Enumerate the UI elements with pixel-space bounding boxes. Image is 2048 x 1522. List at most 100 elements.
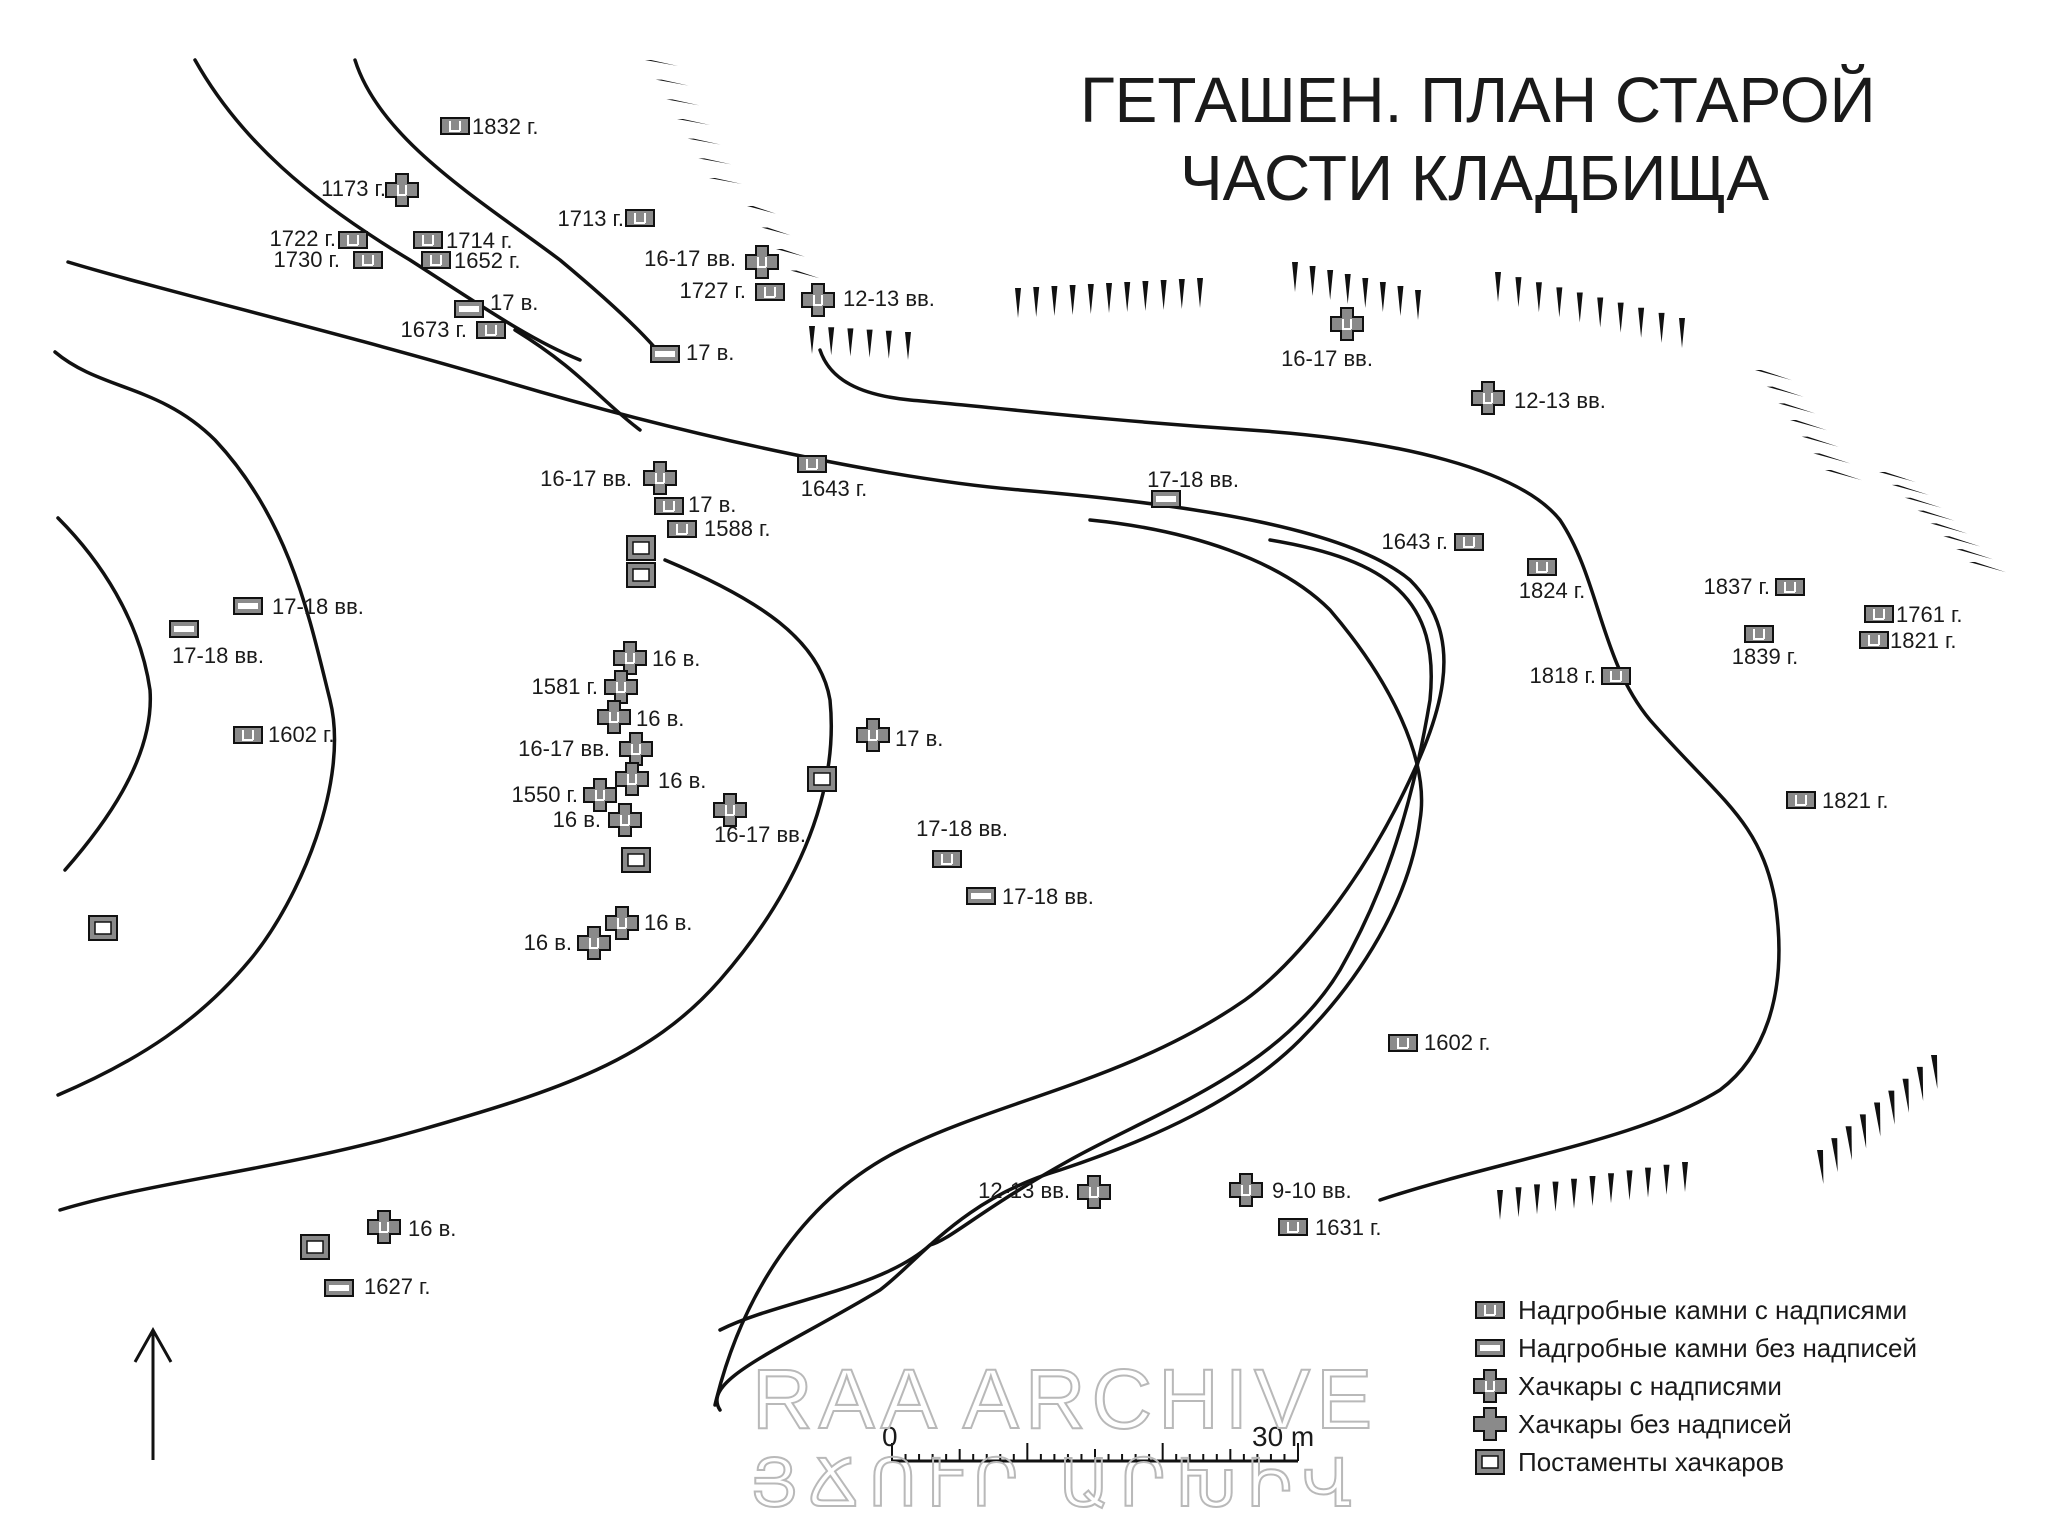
inscribed-khachkar-icon [613,641,647,675]
map-marker: 1602 г. [1388,1030,1491,1055]
slope-hatch [1626,1170,1633,1201]
inscribed-tombstone-icon [440,117,470,135]
map-marker: 1714 г. [413,228,513,253]
map-marker: 1821 г. [1786,788,1889,813]
legend-label: Постаменты хачкаров [1518,1447,1784,1477]
inscribed-tombstone-icon [932,850,962,868]
inscribed-tombstone-icon [413,231,443,249]
marker-label: 16-17 вв. [518,736,610,761]
map-marker [626,535,656,561]
inscribed-khachkar-icon [605,906,639,940]
khachkar-pedestal-icon [626,562,656,588]
inscribed-tombstone-icon [1388,1034,1418,1052]
marker-label: 12-13 вв. [1514,388,1606,413]
map-marker: 12-13 вв. [978,1175,1111,1209]
contour-line [66,260,1446,1407]
marker-label: 1588 г. [704,516,771,541]
slope-hatch [1362,278,1369,308]
inscribed-khachkar-icon [856,718,890,752]
contour-line [53,350,337,1097]
slope-hatch [809,326,815,354]
inscribed-tombstone-icon [421,251,451,269]
slope-hatch [1679,318,1685,348]
map-marker: 16 в. [605,906,692,940]
slope-hatch [1515,277,1522,308]
map-marker: 1673 г. [400,317,506,342]
marker-label: 1832 г. [472,114,539,139]
map-marker: 16 в. [553,803,642,837]
map-marker: 17-18 вв. [169,620,264,668]
slope-hatch [1178,279,1185,309]
slope-hatch [1801,436,1839,447]
inscribed-tombstone-icon [1278,1218,1308,1236]
slope-hatch [1874,1102,1881,1137]
inscribed-khachkar-icon [577,926,611,960]
slope-hatch [1106,283,1112,313]
inscribed-tombstone-icon [1454,533,1484,551]
scale-start-label: 0 [882,1421,898,1452]
map-marker: 1837 г. [1703,574,1805,599]
arrow-up-icon [133,1326,173,1460]
slope-hatch [1917,510,1955,521]
slope-hatch [761,227,791,236]
slope-hatch [1142,281,1149,311]
marker-label: 17-18 вв. [1147,467,1239,492]
map-marker: 1713 г. [557,206,655,231]
plain-tombstone-icon [454,300,484,318]
legend-item: Хачкары с надписями [1473,1369,1782,1403]
plain-tombstone-icon [233,597,263,615]
inscribed-tombstone-icon [1786,791,1816,809]
map-marker: 16-17 вв. [644,245,779,279]
slope-hatch [1766,386,1804,397]
slope-hatch [1891,484,1929,496]
map-marker: 17 в. [654,492,736,517]
inscribed-khachkar-icon [619,732,653,766]
marker-label: 12-13 вв. [978,1178,1070,1203]
inscribed-tombstone-icon [1475,1301,1505,1319]
map-marker: 16-17 вв. [713,793,806,847]
inscribed-khachkar-icon [608,803,642,837]
slope-hatch [1778,403,1816,414]
khachkar-pedestal-icon [626,535,656,561]
slope-hatch [1327,270,1334,300]
inscribed-khachkar-icon [1229,1173,1263,1207]
legend-item: Постаменты хачкаров [1475,1447,1784,1477]
legend-label: Хачкары без надписей [1518,1409,1792,1439]
contour-line [715,518,1424,1412]
map-marker: 1550 г. [511,778,617,812]
marker-label: 1643 г. [1381,529,1448,554]
slope-hatch [1535,282,1542,313]
legend-item: Надгробные камни без надписей [1475,1333,1917,1363]
slope-hatch [1124,282,1131,312]
inscribed-tombstone-icon [654,497,684,515]
map-marker: 1727 г. [679,278,785,303]
marker-label: 16 в. [408,1216,456,1241]
watermark: RAA ARCHIVE ՅՃՈՒՐ ԱՐԽԻՎ [749,1351,1378,1522]
slope-hatch [1069,285,1076,315]
map-marker [300,1234,330,1260]
slope-hatch [687,138,721,145]
map-marker [626,562,656,588]
marker-label: 1727 г. [679,278,746,303]
contour-line [353,58,667,362]
inscribed-khachkar-icon [604,670,638,704]
map-marker: 16 в. [524,926,611,960]
map-marker: 16-17 вв. [540,461,677,495]
marker-label: 17 в. [686,340,734,365]
marker-label: 1821 г. [1822,788,1889,813]
contour-line [513,328,642,432]
slope-hatch [1879,472,1916,483]
slope-hatch [1902,1078,1909,1113]
map-marker [88,915,118,941]
slope-hatch [1831,1138,1838,1173]
map-marker: 1821 г. [1859,628,1957,653]
khachkar-pedestal-icon [621,847,651,873]
slope-hatch [1790,420,1827,431]
slope-hatch [847,328,854,357]
map-marker: 1643 г. [1381,529,1484,554]
slope-hatch [1015,288,1021,318]
watermark-line-1: RAA ARCHIVE [752,1352,1378,1446]
slope-hatch [1755,370,1792,381]
slope-hatch [1556,287,1563,318]
